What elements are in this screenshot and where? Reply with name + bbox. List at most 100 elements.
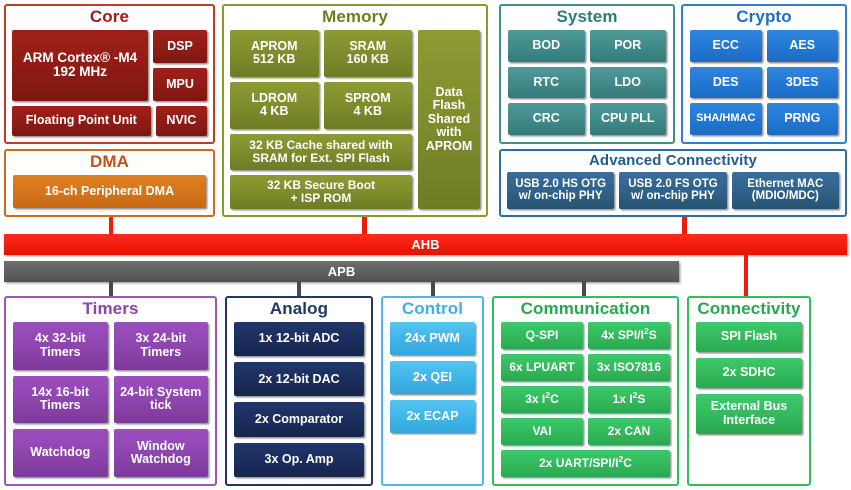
block-mpu: MPU: [153, 67, 207, 101]
panel-system: System BOD POR RTC LDO CRC CPU PLL: [499, 4, 675, 144]
block-ldrom: LDROM 4 KB: [230, 81, 319, 129]
block-aprom: APROM 512 KB: [230, 29, 319, 77]
block-sha-hmac: SHA/HMAC: [690, 103, 762, 135]
block-sprom: SPROM 4 KB: [323, 81, 412, 129]
usb-fs-line-2: w/ on-chip PHY: [631, 190, 715, 203]
block-op-amp: 3x Op. Amp: [234, 442, 364, 478]
block-ecap: 2x ECAP: [390, 399, 475, 433]
sram-label: SRAM: [349, 38, 387, 53]
panel-communication: Communication Q-SPI 4x SPI/I2S 6x LPUART…: [492, 296, 679, 486]
panel-analog: Analog 1x 12-bit ADC 2x 12-bit DAC 2x Co…: [225, 296, 373, 486]
connector-apb-to-timers: [109, 281, 113, 297]
block-qei: 2x QEI: [390, 360, 475, 394]
panel-title-advanced-connectivity: Advanced Connectivity: [589, 152, 757, 169]
timer-1-line-1: 3x 24-bit: [135, 331, 187, 346]
aprom-size: 512 KB: [253, 52, 296, 67]
block-window-watchdog: Window Watchdog: [113, 429, 208, 477]
panel-advanced-connectivity: Advanced Connectivity USB 2.0 HS OTG w/ …: [499, 149, 847, 217]
block-3des: 3DES: [766, 66, 838, 99]
block-cpu-pll: CPU PLL: [589, 103, 666, 135]
timer-0-line-2: Timers: [39, 344, 81, 359]
connector-memory-to-ahb: [362, 217, 367, 235]
block-bod: BOD: [508, 29, 585, 62]
bus-ahb: AHB: [4, 234, 847, 255]
boot-line-2: + ISP ROM: [290, 191, 352, 205]
block-cache: 32 KB Cache shared with SRAM for Ext. SP…: [230, 134, 412, 170]
panel-memory: Memory APROM 512 KB SRAM 160 KB: [222, 4, 488, 217]
block-system-tick: 24-bit System tick: [113, 375, 208, 424]
cache-line-2: SRAM for Ext. SPI Flash: [252, 151, 390, 165]
bus-apb: APB: [4, 261, 679, 282]
panel-title-control: Control: [401, 299, 464, 318]
block-nvic: NVIC: [155, 106, 207, 136]
block-por: POR: [589, 29, 666, 62]
block-usb-hs-otg: USB 2.0 HS OTG w/ on-chip PHY: [507, 171, 615, 209]
block-external-bus-interface: External Bus Interface: [696, 393, 802, 434]
panel-dma: DMA 16-ch Peripheral DMA: [4, 149, 215, 217]
block-uart-spi-i2c: 2x UART/SPI/I2C: [501, 449, 670, 477]
block-vai: VAI: [501, 417, 583, 445]
dataflash-line-1: Flash: [432, 98, 466, 113]
block-i2s: 1x I2S: [588, 385, 670, 413]
block-watchdog: Watchdog: [13, 429, 108, 477]
panel-connectivity: Connectivity SPI Flash 2x SDHC External …: [687, 296, 811, 486]
block-aes: AES: [766, 29, 838, 62]
usb-hs-line-2: w/ on-chip PHY: [518, 190, 603, 203]
ldrom-label: LDROM: [251, 90, 298, 105]
block-spi-flash: SPI Flash: [696, 321, 802, 352]
dataflash-line-0: Data: [435, 84, 463, 99]
block-ldo: LDO: [589, 66, 666, 99]
block-comparator: 2x Comparator: [234, 402, 364, 437]
panel-title-crypto: Crypto: [736, 7, 792, 26]
block-usb-fs-otg: USB 2.0 FS OTG w/ on-chip PHY: [619, 171, 727, 209]
panel-control: Control 24x PWM 2x QEI 2x ECAP: [381, 296, 484, 486]
block-dac: 2x 12-bit DAC: [234, 362, 364, 397]
timer-2-line-1: 14x 16-bit: [31, 384, 90, 399]
block-dsp: DSP: [153, 29, 207, 63]
panel-core: Core ARM Cortex® -M4 192 MHz DSP MPU Flo…: [4, 4, 215, 144]
cpu-line-2: 192 MHz: [52, 64, 107, 80]
block-32bit-timers: 4x 32-bit Timers: [13, 321, 108, 370]
block-lpuart: 6x LPUART: [501, 353, 583, 381]
aprom-label: APROM: [250, 38, 298, 53]
block-24bit-timers: 3x 24-bit Timers: [113, 321, 208, 370]
connector-dma-to-ahb: [109, 217, 113, 235]
timer-5-line-1: Window: [136, 438, 185, 453]
dataflash-line-3: with: [436, 125, 462, 140]
sram-size: 160 KB: [346, 52, 389, 67]
panel-title-core: Core: [89, 7, 130, 26]
dataflash-line-4: APROM: [425, 138, 473, 153]
block-secure-boot: 32 KB Secure Boot + ISP ROM: [230, 175, 412, 209]
timer-5-line-2: Watchdog: [130, 452, 191, 467]
panel-title-connectivity: Connectivity: [697, 299, 801, 318]
panel-title-system: System: [556, 7, 618, 26]
connectivity-spacer: [696, 440, 802, 477]
connector-advconn-to-ahb: [682, 217, 687, 235]
block-iso7816: 3x ISO7816: [588, 353, 670, 381]
timer-0-line-1: 4x 32-bit: [34, 331, 86, 346]
timer-2-line-2: Timers: [39, 398, 81, 413]
timer-1-line-2: Timers: [140, 344, 182, 359]
block-arm-cortex-m4: ARM Cortex® -M4 192 MHz: [12, 29, 148, 101]
panel-title-analog: Analog: [269, 299, 329, 318]
block-qspi: Q-SPI: [501, 321, 583, 349]
ebi-line-1: External Bus: [710, 399, 788, 414]
panel-title-dma: DMA: [89, 152, 129, 171]
block-16bit-timers: 14x 16-bit Timers: [13, 375, 108, 424]
block-des: DES: [690, 66, 762, 99]
eth-line-2: (MDIO/MDC): [751, 190, 819, 203]
block-spi-i2s: 4x SPI/I2S: [588, 321, 670, 349]
dataflash-line-2: Shared: [427, 111, 471, 126]
block-can: 2x CAN: [588, 417, 670, 445]
ldrom-size: 4 KB: [260, 104, 289, 119]
panel-timers: Timers 4x 32-bit Timers 3x 24-bit Timers…: [4, 296, 217, 486]
eth-line-1: Ethernet MAC: [747, 177, 824, 190]
block-crc: CRC: [508, 103, 585, 135]
usb-fs-line-1: USB 2.0 FS OTG: [628, 177, 718, 190]
block-sdhc: 2x SDHC: [696, 357, 802, 388]
block-peripheral-dma: 16-ch Peripheral DMA: [13, 174, 206, 208]
block-adc: 1x 12-bit ADC: [234, 321, 364, 357]
boot-line-1: 32 KB Secure Boot: [266, 178, 376, 193]
